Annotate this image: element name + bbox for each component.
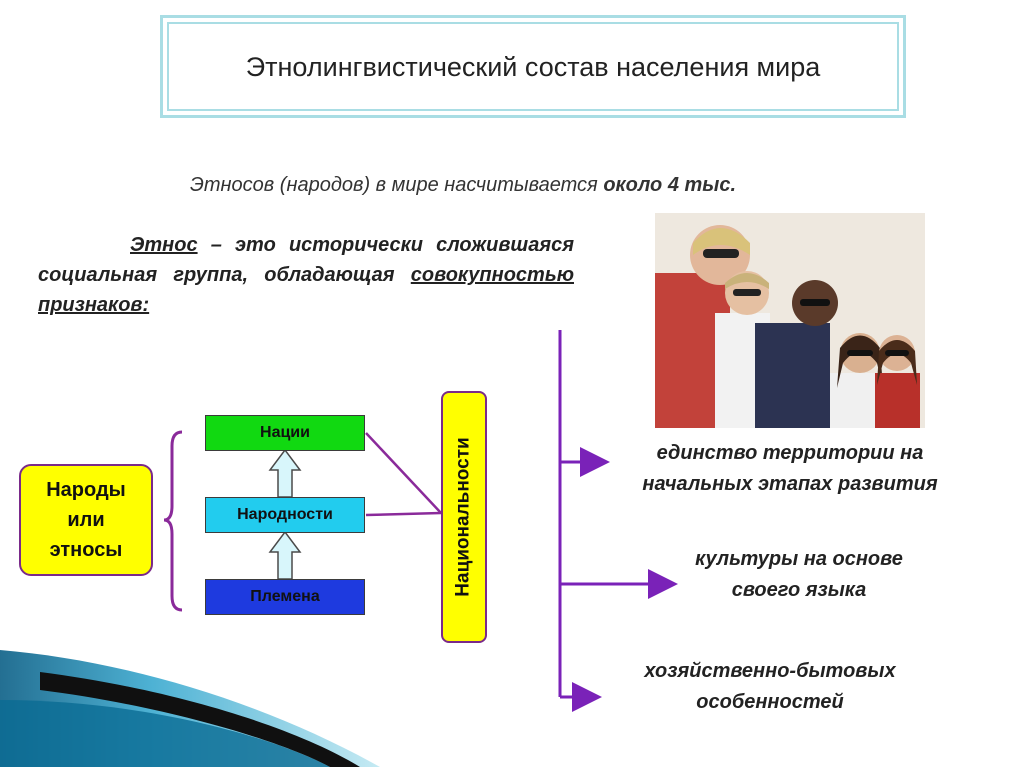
feature-1-line-1: единство территории на [656, 442, 924, 464]
peoples-line-3: этносы [49, 539, 123, 561]
feature-territory: единство территории на начальных этапах р… [592, 438, 988, 500]
level-tribes: Племена [205, 579, 365, 615]
definition-underlined: совокупностью признаков: [38, 264, 574, 316]
count-emphasis: около 4 тыс. [603, 174, 737, 196]
level-nations: Нации [205, 415, 365, 451]
level-narodnosti: Народности [205, 497, 365, 533]
children-group-photo [655, 213, 925, 428]
count-prefix: Этносов (народов) в мире насчитывается [190, 174, 598, 196]
peoples-line-2: или [67, 509, 105, 531]
feature-2-line-1: культуры на основе [695, 548, 903, 570]
feature-culture: культуры на основе своего языка [640, 544, 958, 606]
children-photo-illustration [655, 213, 925, 428]
feature-economy: хозяйственно-бытовых особенностей [580, 656, 960, 718]
feature-2-line-2: своего языка [731, 579, 867, 601]
nationalities-box: Национальности [441, 391, 487, 643]
ethnos-definition: Этнос – это исторически сложившаяся соци… [38, 230, 574, 320]
definition-text: – это исторически сложившаяся социальная… [38, 234, 574, 286]
feature-3-line-2: особенностей [696, 691, 844, 713]
nationalities-label: Национальности [453, 437, 474, 597]
peoples-or-ethnos-box: Народы или этносы [19, 464, 153, 576]
title-frame: Этнолингвистический состав населения мир… [160, 15, 906, 118]
feature-1-line-2: начальных этапах развития [642, 473, 938, 495]
peoples-line-1: Народы [46, 479, 126, 501]
definition-term: Этнос [130, 234, 198, 256]
feature-3-line-1: хозяйственно-бытовых [644, 660, 896, 682]
slide-title: Этнолингвистический состав населения мир… [245, 51, 821, 82]
ethnos-count-text: Этносов (народов) в мире насчитывается о… [190, 174, 910, 197]
